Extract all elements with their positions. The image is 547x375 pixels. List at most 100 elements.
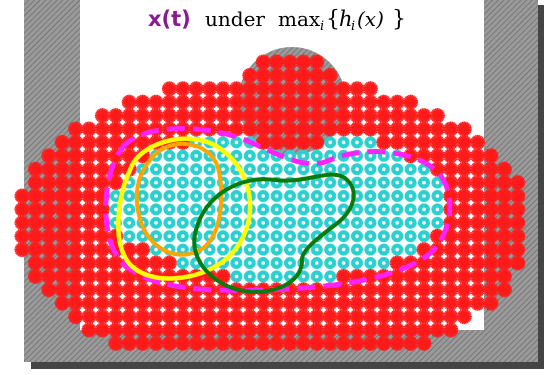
marker (176, 176, 189, 189)
marker (190, 149, 203, 162)
marker (389, 121, 405, 137)
marker (351, 163, 363, 176)
marker (351, 136, 363, 149)
marker (336, 335, 352, 351)
marker (376, 309, 392, 325)
marker (215, 295, 231, 311)
marker (349, 282, 365, 298)
marker (176, 216, 189, 229)
marker (322, 309, 338, 325)
marker (309, 295, 325, 311)
marker (68, 161, 84, 177)
marker (429, 295, 445, 311)
marker (309, 108, 325, 124)
marker (94, 121, 110, 137)
marker (27, 228, 43, 244)
marker (351, 203, 363, 216)
marker (202, 81, 218, 97)
marker (163, 149, 176, 162)
marker (376, 134, 392, 150)
marker (161, 282, 177, 298)
marker (81, 134, 97, 150)
marker (295, 134, 311, 150)
marker (148, 282, 164, 298)
marker (188, 322, 204, 338)
marker (351, 216, 363, 229)
marker (483, 201, 499, 217)
marker (243, 270, 256, 283)
marker (364, 216, 377, 229)
marker (135, 242, 151, 258)
marker (456, 148, 472, 164)
marker (203, 163, 216, 176)
marker (41, 228, 57, 244)
marker (68, 255, 84, 271)
marker (416, 282, 432, 298)
marker (54, 175, 70, 191)
marker (188, 335, 204, 351)
marker (416, 309, 432, 325)
marker (135, 322, 151, 338)
marker (41, 148, 57, 164)
marker (496, 255, 512, 271)
marker (161, 94, 177, 110)
marker (470, 282, 486, 298)
marker (349, 309, 365, 325)
marker (416, 108, 432, 124)
marker (309, 121, 325, 137)
marker (242, 67, 258, 83)
marker (175, 322, 191, 338)
marker (270, 190, 283, 202)
marker (41, 242, 57, 258)
marker (54, 242, 70, 258)
marker (14, 228, 30, 244)
marker (202, 335, 218, 351)
marker (81, 309, 97, 325)
marker (81, 322, 97, 338)
marker (14, 188, 30, 204)
marker (496, 215, 512, 231)
marker (403, 295, 419, 311)
marker (228, 322, 244, 338)
marker (121, 309, 137, 325)
marker (135, 309, 151, 325)
marker (364, 257, 377, 269)
marker (81, 188, 97, 204)
marker (483, 282, 499, 298)
marker (510, 215, 526, 231)
marker (150, 216, 162, 229)
marker (295, 309, 311, 325)
marker (230, 190, 243, 202)
marker (364, 230, 377, 243)
marker (364, 243, 377, 256)
title-max-sub: i (320, 19, 324, 34)
marker (161, 309, 177, 325)
marker (255, 295, 271, 311)
marker (161, 322, 177, 338)
marker (496, 161, 512, 177)
marker (243, 163, 256, 176)
marker (161, 108, 177, 124)
marker (389, 268, 405, 284)
marker (416, 255, 432, 271)
marker (391, 230, 404, 243)
marker (68, 134, 84, 150)
marker (456, 215, 472, 231)
marker (215, 108, 231, 124)
marker (81, 148, 97, 164)
marker (297, 163, 310, 176)
marker (54, 255, 70, 271)
marker (81, 121, 97, 137)
marker (270, 203, 283, 216)
marker (94, 242, 110, 258)
marker (188, 81, 204, 97)
marker (68, 148, 84, 164)
marker (443, 148, 459, 164)
marker (148, 295, 164, 311)
marker (175, 309, 191, 325)
marker (68, 295, 84, 311)
marker (443, 228, 459, 244)
marker (94, 148, 110, 164)
marker (418, 203, 430, 216)
marker (322, 335, 338, 351)
